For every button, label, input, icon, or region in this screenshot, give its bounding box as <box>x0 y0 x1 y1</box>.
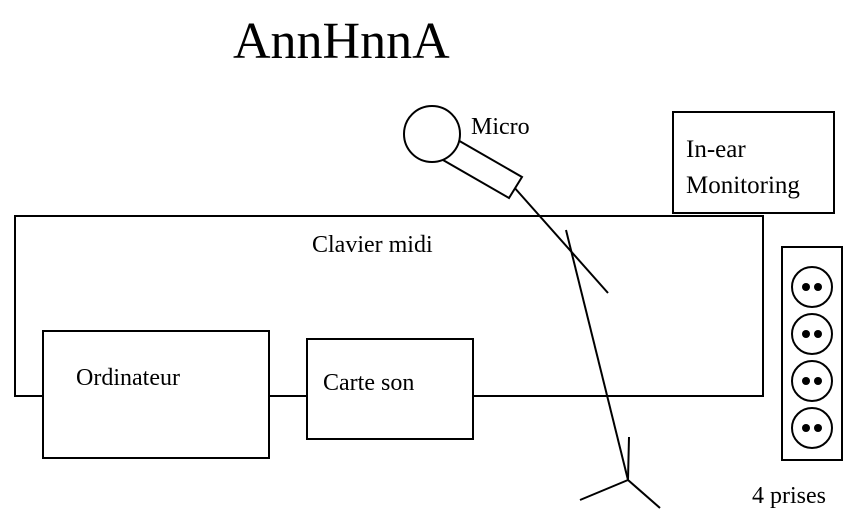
sound-card-box <box>306 338 474 440</box>
microphone-head <box>403 105 461 163</box>
mic-stand <box>512 185 661 509</box>
outlet-pin-hole <box>814 424 822 432</box>
mic-stand-leg-right <box>627 479 661 509</box>
outlets-label: 4 prises <box>752 483 826 509</box>
computer-box <box>42 330 270 459</box>
outlet-socket-icon <box>791 266 833 308</box>
outlet-socket-icon <box>791 407 833 449</box>
microphone-icon <box>403 105 524 200</box>
mic-boom-arm <box>512 185 609 294</box>
outlet-pin-hole <box>802 330 810 338</box>
computer-label: Ordinateur <box>76 365 180 391</box>
mic-stand-leg-back <box>627 436 630 481</box>
mic-stand-leg-left <box>579 479 629 501</box>
power-strip <box>781 246 843 461</box>
midi-keyboard-label: Clavier midi <box>312 232 433 258</box>
micro-label: Micro <box>471 114 530 140</box>
diagram-title: AnnHnnA <box>233 13 450 70</box>
outlet-pin-hole <box>802 283 810 291</box>
outlets-group <box>791 266 833 449</box>
outlet-pin-hole <box>814 283 822 291</box>
in-ear-label-line2: Monitoring <box>686 172 800 199</box>
outlet-pin-hole <box>814 377 822 385</box>
in-ear-label-line1: In-ear <box>686 136 746 163</box>
mic-stand-pole <box>565 229 629 481</box>
in-ear-monitoring-box <box>672 111 835 214</box>
outlet-pin-hole <box>802 377 810 385</box>
sound-card-label: Carte son <box>323 370 414 396</box>
outlet-socket-icon <box>791 313 833 355</box>
outlet-socket-icon <box>791 360 833 402</box>
outlet-pin-hole <box>814 330 822 338</box>
outlet-pin-hole <box>802 424 810 432</box>
